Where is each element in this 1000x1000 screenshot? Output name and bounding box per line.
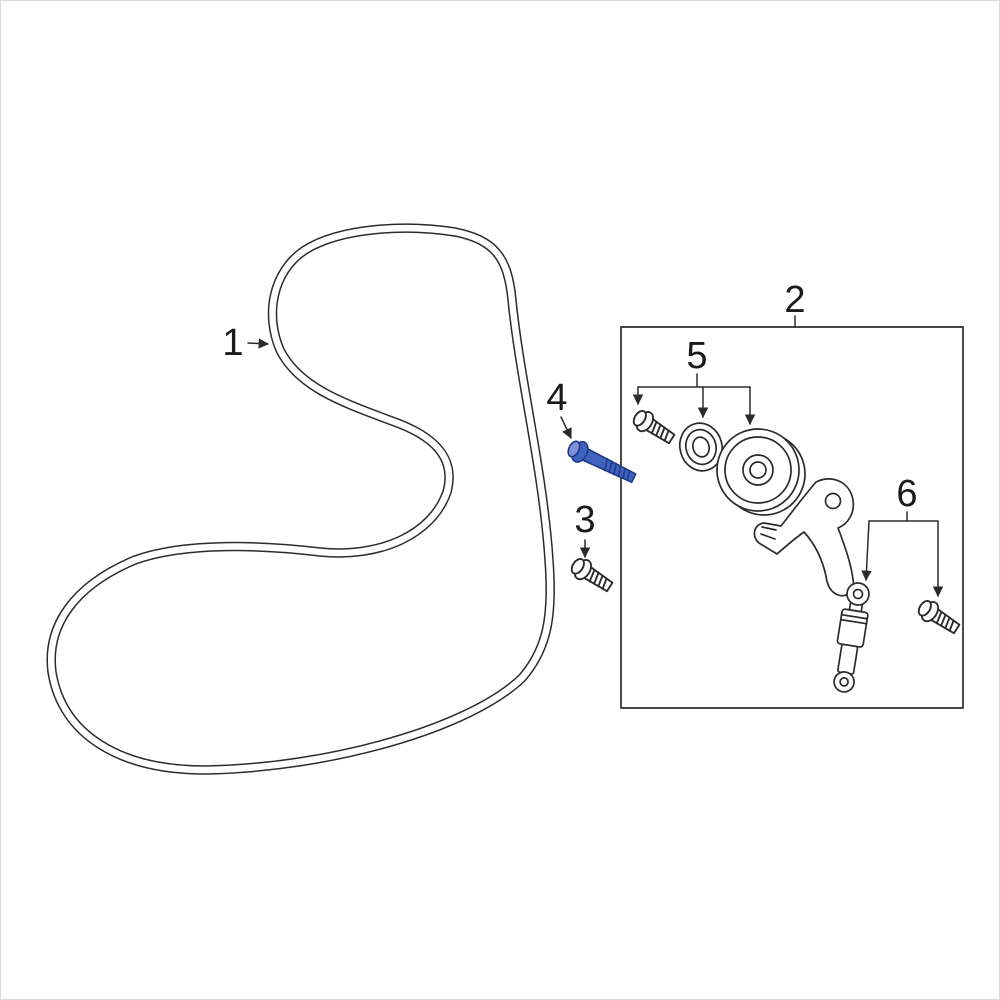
seal-ring-icon — [678, 422, 724, 472]
tensioner-arm-icon — [753, 478, 855, 597]
bolt-item6-icon — [913, 595, 964, 639]
callout-1-label: 1 — [222, 322, 243, 364]
diagram-art — [51, 228, 964, 770]
tensioner-pulley-icon — [716, 428, 806, 516]
callout-6-label: 6 — [896, 473, 917, 515]
callout-4-label: 4 — [546, 377, 567, 419]
leader-5-bracket — [637, 373, 751, 388]
leader-4 — [560, 416, 572, 439]
serpentine-belt — [51, 228, 550, 770]
bolt-item3-icon — [566, 553, 617, 597]
leader-6-bracket — [868, 511, 939, 522]
bolt-item5-icon — [628, 405, 679, 449]
callout-2-label: 2 — [784, 279, 805, 321]
callout-3-label: 3 — [574, 499, 595, 541]
leader-6a — [861, 520, 872, 582]
leader-lines — [247, 315, 944, 598]
leader-1 — [247, 338, 270, 349]
bolt-item4-highlighted-icon — [567, 440, 637, 484]
callout-labels: 1 2 3 4 5 6 — [222, 279, 917, 541]
assembly-box — [620, 326, 964, 709]
tensioner-damper-icon — [833, 582, 870, 693]
callout-5-label: 5 — [686, 335, 707, 377]
